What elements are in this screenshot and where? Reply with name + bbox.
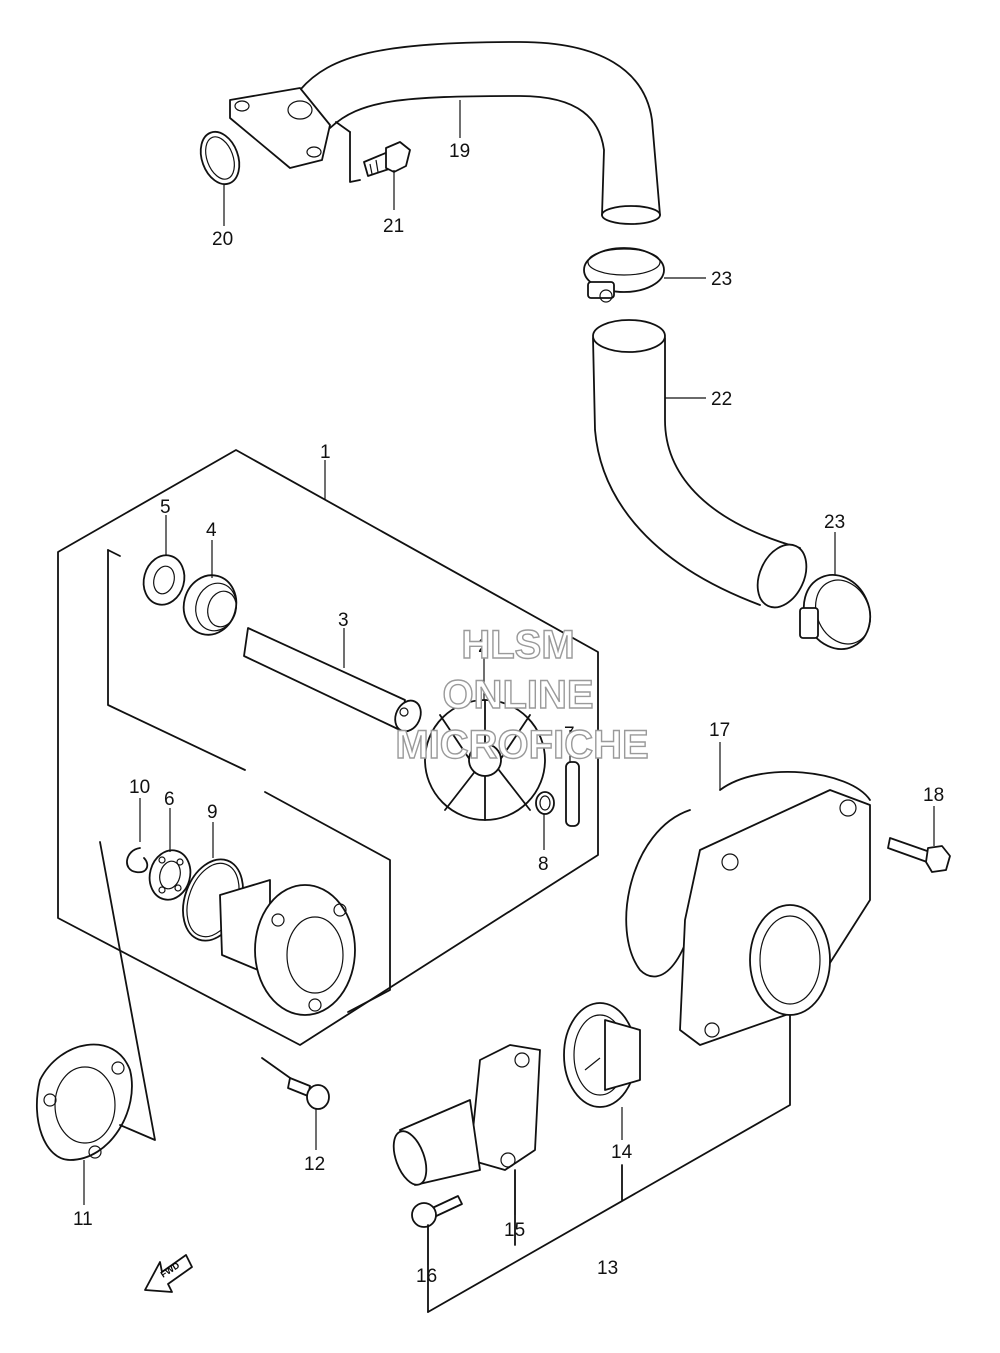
part-6-bearing [148, 849, 192, 901]
part-8-washer [535, 791, 555, 815]
part-23-hose-clamp-lower [799, 574, 872, 650]
callout-19: 19 [449, 141, 470, 162]
part-21-bolt [335, 121, 411, 183]
callout-18: 18 [923, 785, 944, 806]
callout-21: 21 [383, 216, 404, 237]
part-4-mechanical-seal [182, 574, 238, 636]
callout-1: 1 [320, 442, 331, 463]
callout-6: 6 [164, 789, 175, 810]
callout-12: 12 [304, 1154, 325, 1175]
part-10-circlip [126, 847, 149, 874]
callout-2: 2 [478, 636, 489, 657]
callout-14: 14 [611, 1142, 633, 1163]
part-5-oil-seal [142, 554, 186, 606]
part-1-pump-kit-outline [57, 449, 599, 1046]
callout-3: 3 [338, 610, 349, 631]
callout-numbers: 19 20 21 23 22 23 1 5 4 3 2 7 8 10 6 9 1… [73, 141, 944, 1287]
watermark: HLSM ONLINE MICROFICHE [395, 622, 650, 767]
leader-lines [83, 100, 935, 1265]
part-2-impeller [424, 699, 546, 821]
part-16-screw [411, 1195, 463, 1228]
watermark-line-1: HLSM [461, 623, 574, 667]
callout-16: 16 [416, 1266, 437, 1287]
watermark-line-3: MICROFICHE [395, 723, 648, 767]
part-15-thermostat-cover [392, 1044, 541, 1186]
part-17-thermostat-case [679, 789, 871, 1046]
callout-5: 5 [160, 497, 171, 518]
callout-8: 8 [538, 854, 549, 875]
callout-13: 13 [597, 1258, 618, 1279]
callout-11: 11 [73, 1209, 93, 1230]
callout-20: 20 [212, 229, 233, 250]
part-14-thermostat [563, 1002, 641, 1108]
watermark-line-2: ONLINE [442, 673, 593, 717]
callout-23-lower: 23 [824, 512, 845, 533]
callout-7: 7 [564, 724, 575, 745]
part-23-hose-clamp-upper [583, 247, 665, 303]
callout-17: 17 [709, 720, 730, 741]
part-19-water-pipe [299, 41, 661, 225]
callout-4: 4 [206, 520, 217, 541]
part-12-screw [261, 1057, 330, 1110]
callout-9: 9 [207, 802, 218, 823]
callout-23-upper: 23 [711, 269, 732, 290]
part-19-flange [229, 87, 331, 169]
part-20-o-ring [199, 130, 241, 186]
callout-15: 15 [504, 1220, 525, 1241]
pump-bearing-housing [219, 879, 356, 1016]
part-18-bolt [887, 837, 951, 873]
part-11-gasket [36, 841, 156, 1161]
callout-22: 22 [711, 389, 732, 410]
fwd-arrow-icon: FWD [144, 1254, 193, 1293]
part-7-pin [565, 761, 580, 827]
callout-10: 10 [129, 777, 150, 798]
part-3-pump-shaft [243, 627, 422, 733]
part-22-water-hose [592, 319, 808, 609]
